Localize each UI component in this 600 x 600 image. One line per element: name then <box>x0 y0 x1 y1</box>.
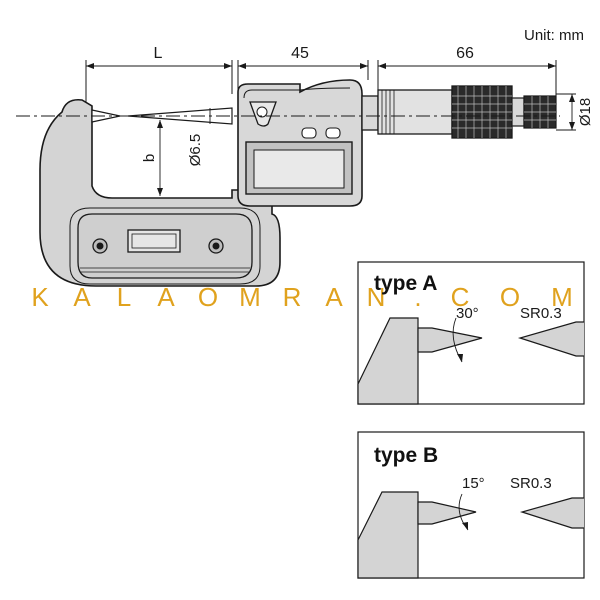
type-b-tip-radius: SR0.3 <box>510 475 552 492</box>
display-housing <box>237 79 363 207</box>
watermark-letter: O <box>500 282 520 312</box>
dimension-diameter-18: Ø18 <box>577 98 594 126</box>
knurl-pattern <box>452 86 556 138</box>
throat-dimensions <box>159 108 211 196</box>
watermark-letter: C <box>451 282 470 312</box>
type-b-angle: 15° <box>462 475 485 492</box>
type-b-panel <box>357 431 585 579</box>
type-a-angle: 30° <box>456 305 479 322</box>
watermark-letter: O <box>198 282 218 312</box>
throat-arrow-top <box>157 120 163 128</box>
watermark-letter: A <box>325 282 343 312</box>
watermark-letter: A <box>157 282 175 312</box>
dimension-diameter-6-5: Ø6.5 <box>187 134 204 167</box>
top-dimension-lines <box>85 60 557 112</box>
dimension-b: b <box>141 154 158 162</box>
spindle-diameter-dimension <box>556 93 576 131</box>
micrometer-frame <box>39 98 281 287</box>
type-a-panel <box>357 261 585 405</box>
type-a-title: type A <box>374 272 437 295</box>
dimension-L: L <box>154 45 163 62</box>
dimension-45: 45 <box>291 45 309 62</box>
watermark-letter: L <box>117 282 131 312</box>
watermark-letter: M <box>239 282 261 312</box>
watermark: K A L A O M R A N . C O M <box>31 282 573 312</box>
watermark-letter: K <box>31 282 49 312</box>
watermark-letter: N <box>367 282 386 312</box>
watermark-letter: M <box>551 282 573 312</box>
watermark-letter: A <box>73 282 91 312</box>
unit-label: Unit: mm <box>524 27 584 44</box>
top-dimension-arrows <box>86 63 556 69</box>
dimension-66: 66 <box>456 45 474 62</box>
watermark-letter: . <box>414 282 421 312</box>
watermark-letter: R <box>283 282 302 312</box>
type-a-tip-radius: SR0.3 <box>520 305 562 322</box>
throat-arrow-bottom <box>157 188 163 196</box>
type-b-title: type B <box>374 444 438 467</box>
